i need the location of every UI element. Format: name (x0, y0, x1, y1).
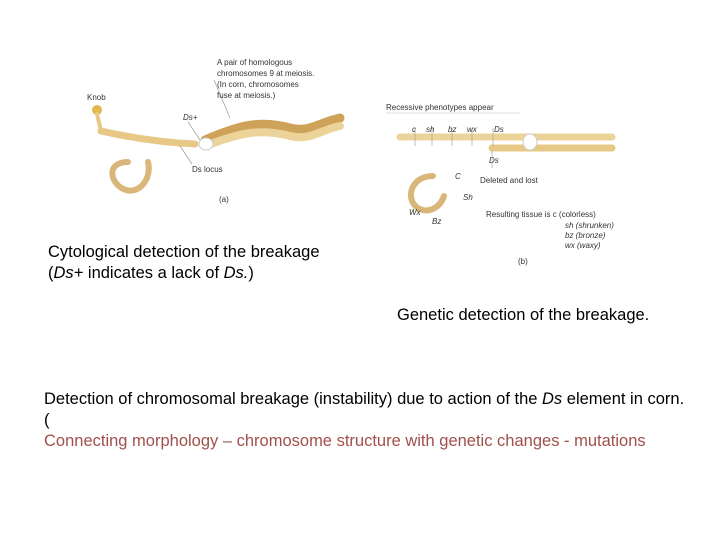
gene-ds: Ds (494, 125, 504, 134)
ring-fragment-b (407, 173, 447, 214)
caption-genetic: Genetic detection of the breakage. (397, 306, 650, 324)
leader-ds-plus (187, 121, 201, 141)
ds-plus-label: Ds+ (183, 113, 198, 122)
panel-a-label: (a) (219, 195, 229, 204)
caption-cytological-line2: (Ds+ indicates a lack of Ds.) (48, 264, 254, 282)
gene-c: c (412, 125, 416, 134)
frag-sh: Sh (463, 193, 473, 202)
resulting-label: Resulting tissue is c (colorless) (486, 210, 596, 219)
leader-homologue (213, 79, 231, 119)
caption-cytological: Cytological detection of the breakage (D… (48, 242, 320, 284)
panel-b-label: (b) (518, 257, 528, 266)
frag-bz: Bz (432, 217, 441, 226)
centromere-b (522, 133, 538, 151)
homologue-light (201, 122, 344, 150)
gene-wx: wx (467, 125, 478, 134)
ds-locus-label: Ds locus (192, 165, 223, 174)
homologue-note-3: (In corn, chromosomes (217, 80, 299, 89)
resulting-bz: bz (bronze) (565, 231, 606, 240)
description-text: Detection of chromosomal breakage (insta… (44, 390, 685, 450)
ds-term: Ds. (223, 264, 249, 282)
gene-sh: sh (426, 125, 435, 134)
panel-a: A pair of homologous chromosomes 9 at me… (87, 58, 345, 204)
centromere-a (198, 137, 214, 151)
caption-cytological-line1: Cytological detection of the breakage (48, 243, 320, 261)
figure-illustration: A pair of homologous chromosomes 9 at me… (87, 58, 616, 266)
ds-plus-term: Ds+ (53, 264, 84, 282)
knob-icon (92, 105, 102, 115)
ds-element-term: Ds (542, 390, 563, 408)
knob-label: Knob (87, 93, 106, 102)
homologue-dark (200, 113, 345, 145)
chromosome-left-arm (97, 127, 199, 148)
leader-ds-locus (179, 145, 193, 165)
recessive-label: Recessive phenotypes appear (386, 103, 494, 112)
ring-fragment-a (109, 159, 152, 194)
frag-c: C (455, 172, 461, 181)
panel-b: Recessive phenotypes appear c sh bz wx D… (386, 103, 616, 266)
resulting-sh: sh (shrunken) (565, 221, 614, 230)
deleted-label: Deleted and lost (480, 176, 539, 185)
resulting-wx: wx (waxy) (565, 241, 601, 250)
ds-label-b: Ds (489, 156, 499, 165)
gene-bz: bz (448, 125, 456, 134)
connecting-morphology-note: Connecting morphology – chromosome struc… (44, 432, 646, 450)
homologue-note-4: fuse at meiosis.) (217, 91, 276, 100)
frag-wx: Wx (409, 208, 422, 217)
homologue-note-1: A pair of homologous (217, 58, 292, 67)
homologue-note-2: chromosomes 9 at meiosis. (217, 69, 314, 78)
